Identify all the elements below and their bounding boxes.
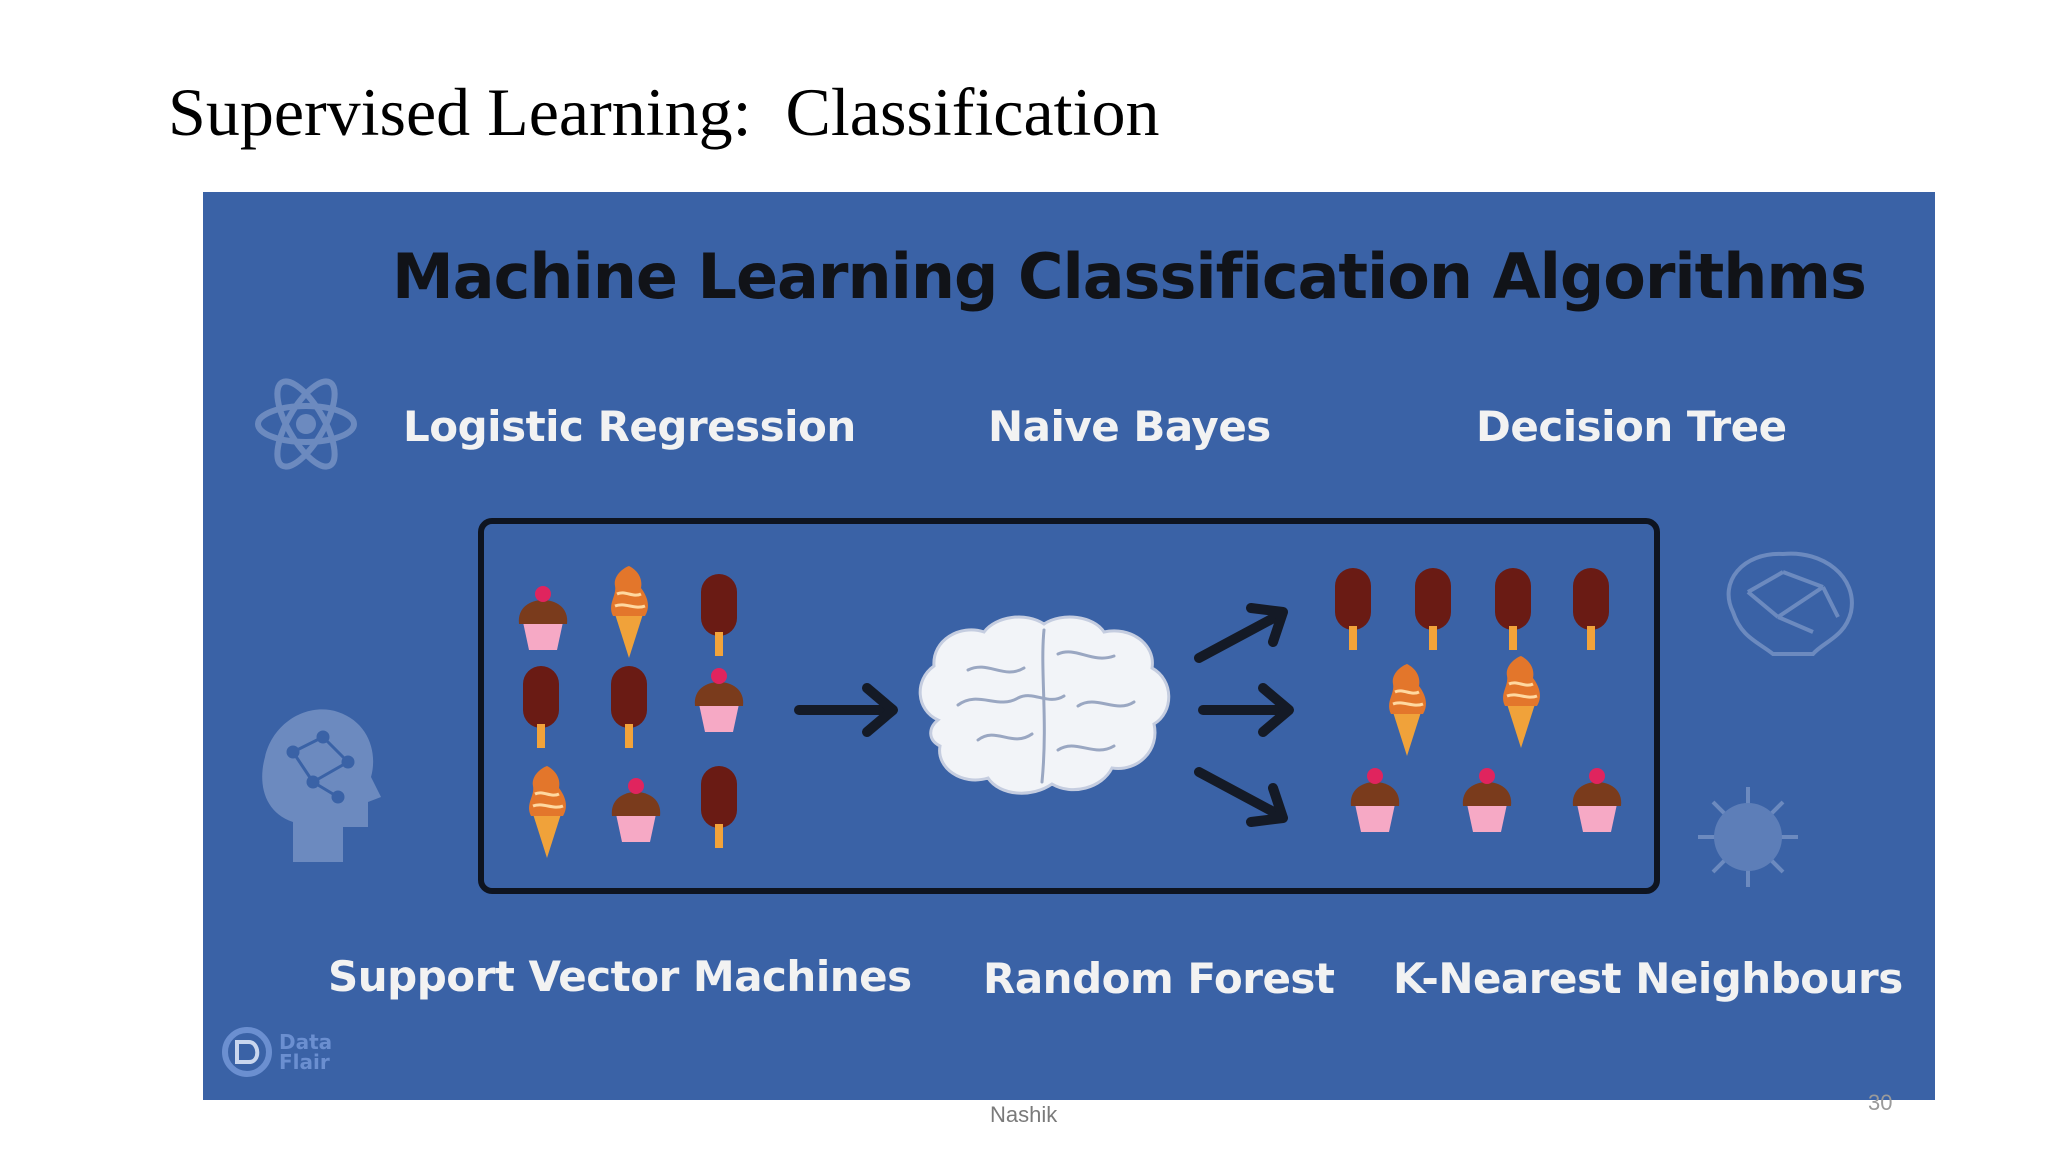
label-decision-tree: Decision Tree <box>1476 402 1787 451</box>
illustration-frame <box>478 518 1660 894</box>
cupcake-icon <box>691 664 747 734</box>
ice-cream-cone-icon <box>607 564 651 660</box>
popsicle-icon <box>1333 566 1373 652</box>
logo-mark-icon <box>222 1027 272 1077</box>
virus-icon <box>1693 782 1803 892</box>
logo-text-line1: Data <box>279 1030 333 1054</box>
brain-network-icon <box>1713 542 1863 662</box>
head-network-icon <box>253 692 383 872</box>
classification-infographic: Machine Learning Classification Algorith… <box>203 192 1935 1100</box>
atom-icon <box>251 364 361 484</box>
cupcake-icon <box>515 582 571 652</box>
cupcake-icon <box>1347 764 1403 834</box>
ice-cream-cone-icon <box>525 764 569 860</box>
popsicle-icon <box>699 572 739 658</box>
popsicle-icon <box>609 664 649 750</box>
brain-icon <box>908 610 1178 800</box>
infographic-heading: Machine Learning Classification Algorith… <box>392 240 1867 313</box>
cupcake-icon <box>1459 764 1515 834</box>
popsicle-icon <box>699 764 739 850</box>
popsicle-icon <box>1571 566 1611 652</box>
label-random-forest: Random Forest <box>983 954 1335 1003</box>
logo-text-line2: Flair <box>279 1050 330 1074</box>
arrow-right-icon <box>793 680 903 740</box>
popsicle-icon <box>521 664 561 750</box>
arrow-right-icon <box>1197 680 1297 740</box>
arrow-up-right-icon <box>1193 598 1293 668</box>
cupcake-icon <box>1569 764 1625 834</box>
label-naive-bayes: Naive Bayes <box>988 402 1271 451</box>
label-support-vector-machines: Support Vector Machines <box>328 952 912 1001</box>
popsicle-icon <box>1493 566 1533 652</box>
slide-number: 30 <box>1868 1090 1893 1115</box>
label-k-nearest-neighbours: K-Nearest Neighbours <box>1393 954 1903 1003</box>
cupcake-icon <box>608 774 664 844</box>
popsicle-icon <box>1413 566 1453 652</box>
label-logistic-regression: Logistic Regression <box>403 402 856 451</box>
slide-footer: Nashik <box>990 1102 1058 1127</box>
data-flair-logo: Data Flair <box>219 1024 332 1080</box>
ice-cream-cone-icon <box>1499 654 1543 750</box>
slide-title: Supervised Learning: Classification <box>168 74 1160 150</box>
arrow-down-right-icon <box>1193 762 1293 832</box>
ice-cream-cone-icon <box>1385 662 1429 758</box>
